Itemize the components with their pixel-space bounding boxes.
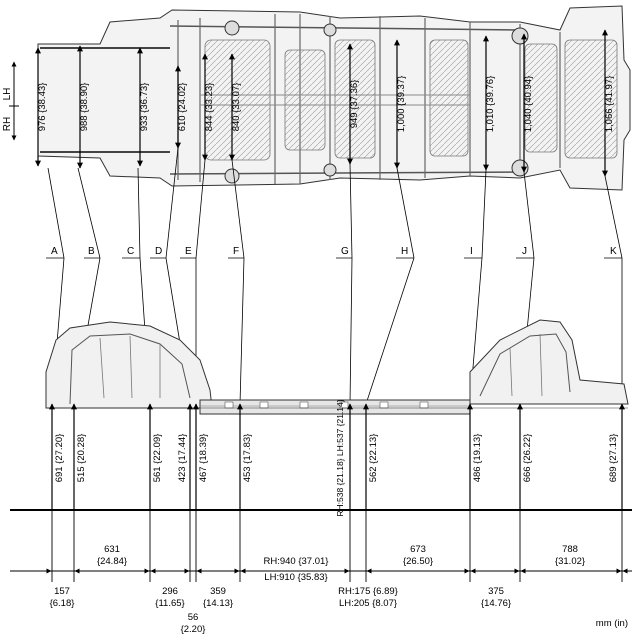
top-width-dimensions: 976 {38.43} 988 {38.90} 933 {36.73} 610 … (35, 29, 615, 177)
point-letter-d: D (155, 246, 162, 257)
spacing-hi-mm: 673 (410, 544, 426, 555)
dim-top-b: 988 {38.90} (79, 83, 90, 132)
point-letter-i: I (470, 246, 473, 257)
spacing-ticks (51, 510, 623, 582)
dim-top-c: 933 {36.73} (139, 83, 150, 132)
spacing-cd-mm: 296 (162, 586, 178, 597)
spacing-ef-mm: 359 (210, 586, 226, 597)
spacing-gh-in: LH:205 {8.07} (339, 598, 397, 609)
unit-label: mm (in) (596, 618, 628, 629)
point-letter-e: E (185, 246, 192, 257)
dim-bottom-j: 666 {26.22} (522, 434, 533, 483)
spacing-bc-mm: 631 (104, 544, 120, 555)
dim-top-i: 1,010 {39.76} (485, 76, 496, 133)
dim-bottom-a: 691 {27.20} (54, 434, 65, 483)
spacing-ij-in: {14.76} (481, 598, 511, 609)
dim-bottom-b: 515 {20.28} (76, 434, 87, 483)
point-letter-b: B (88, 246, 95, 257)
point-letter-k: K (610, 246, 617, 257)
point-letter-c: C (127, 246, 134, 257)
point-letter-j: J (522, 246, 527, 257)
dim-bottom-h: 562 {22.13} (368, 434, 379, 483)
direction-indicator: LH RH (2, 61, 19, 141)
underbody-side-view (45, 319, 629, 415)
spacing-jk-in: {31.02} (555, 556, 585, 567)
dim-top-h: 1,000 {39.37} (396, 76, 407, 133)
dim-bottom-k: 689 {27.13} (608, 434, 619, 483)
dim-bottom-i: 486 {19.13} (472, 434, 483, 483)
underbody-top-view (37, 5, 631, 191)
dim-top-k: 1,066 {41.97} (604, 76, 615, 133)
dim-top-g: 949 {37.36} (349, 80, 360, 129)
spacing-bc-in: {24.84} (97, 556, 127, 567)
point-letter-g: G (341, 246, 349, 257)
dim-top-f: 840 {33.07} (231, 83, 242, 132)
point-letter-f: F (233, 246, 239, 257)
point-letter-a: A (51, 246, 58, 257)
spacing-ij-mm: 375 (488, 586, 504, 597)
reference-point-leaders (46, 147, 623, 405)
dim-bottom-d: 423 {17.44} (177, 434, 188, 483)
side-height-labels: 691 {27.20} 515 {20.28} 561 {22.09} 423 … (54, 399, 619, 516)
dim-top-a: 976 {38.43} (37, 83, 48, 132)
dim-bottom-e: 467 {18.39} (198, 434, 209, 483)
spacing-de-mm: 56 (188, 612, 199, 623)
dim-bottom-f: 453 {17.83} (242, 434, 253, 483)
rh-label: RH (2, 117, 13, 131)
spacing-cd-in: {11.65} (155, 598, 184, 609)
spacing-fg-mm: RH:940 {37.01} (264, 556, 329, 567)
spacing-ef-in: {14.13} (203, 598, 233, 609)
spacing-fg-in: LH:910 {35.83} (264, 572, 327, 583)
lh-label: LH (2, 88, 13, 101)
spacing-ab-in: {6.18} (50, 598, 75, 609)
spacing-gh-mm: RH:175 {6.89} (338, 586, 398, 597)
spacing-ab-mm: 157 (54, 586, 70, 597)
dim-bottom-c: 561 {22.09} (152, 434, 163, 483)
dim-bottom-g: RH:538 {21.18} LH:537 {21.14} (335, 399, 345, 516)
dim-top-e: 844 {33.23} (204, 83, 215, 132)
spacing-de-in: {2.20} (181, 624, 206, 635)
side-height-dimensions (49, 403, 625, 510)
reference-point-letters: A B C D E F G H I J K (51, 246, 617, 257)
point-letter-h: H (401, 246, 408, 257)
spacing-hi-in: {26.50} (403, 556, 433, 567)
spacing-jk-mm: 788 (562, 544, 578, 555)
dim-top-j: 1,040 {40.94} (523, 76, 534, 133)
dim-top-d: 610 {24.02} (177, 83, 188, 132)
spacing-labels: 157 {6.18} 631 {24.84} 296 {11.65} 56 {2… (50, 544, 585, 635)
